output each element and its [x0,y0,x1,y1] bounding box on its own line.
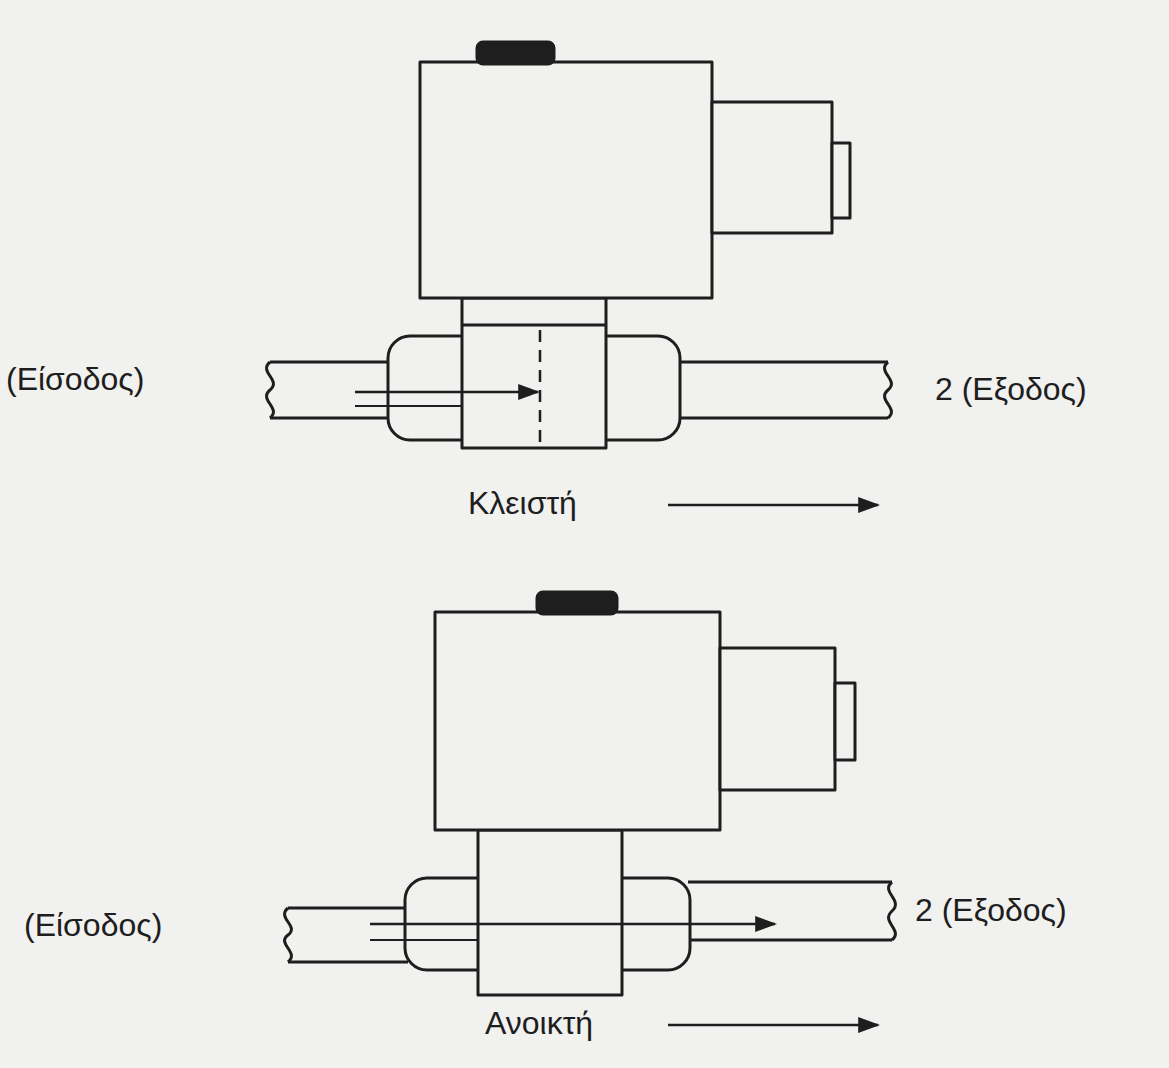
flow-line [370,939,478,941]
flow-arrow [355,391,538,394]
plug-tab [832,143,850,218]
port-label: (Είσοδος) [24,908,162,943]
inlet-pipe [288,908,408,962]
valve-stem [478,830,622,995]
coil-cap [537,592,617,614]
inlet-pipe [270,362,390,418]
solenoid-coil [420,62,712,298]
connector-plug [720,648,835,790]
closed-valve [267,42,892,505]
pipe-end [267,362,274,418]
port-label: 2 (Εξοδος) [915,893,1067,928]
solenoid-coil [435,612,720,830]
state-label: Ανοικτή [485,1006,593,1041]
valve-stem [462,298,606,448]
coil-cap [477,42,554,64]
flow-line [355,405,462,407]
closed-seat [539,330,542,446]
open-valve [285,592,896,1025]
port-label: (Είσοδος) [6,362,144,397]
flow-arrow [370,923,775,926]
direction-arrow [668,1024,878,1027]
outlet-pipe [678,362,888,418]
connector-plug [712,102,832,233]
stem-line [462,324,606,327]
outlet-pipe [688,882,892,940]
pipe-end [889,882,896,940]
pipe-end [885,362,892,418]
state-label: Κλειστή [468,486,577,521]
direction-arrow [668,504,878,507]
port-label: 2 (Εξοδος) [935,372,1087,407]
plug-tab [835,683,855,760]
pipe-end [285,908,292,962]
